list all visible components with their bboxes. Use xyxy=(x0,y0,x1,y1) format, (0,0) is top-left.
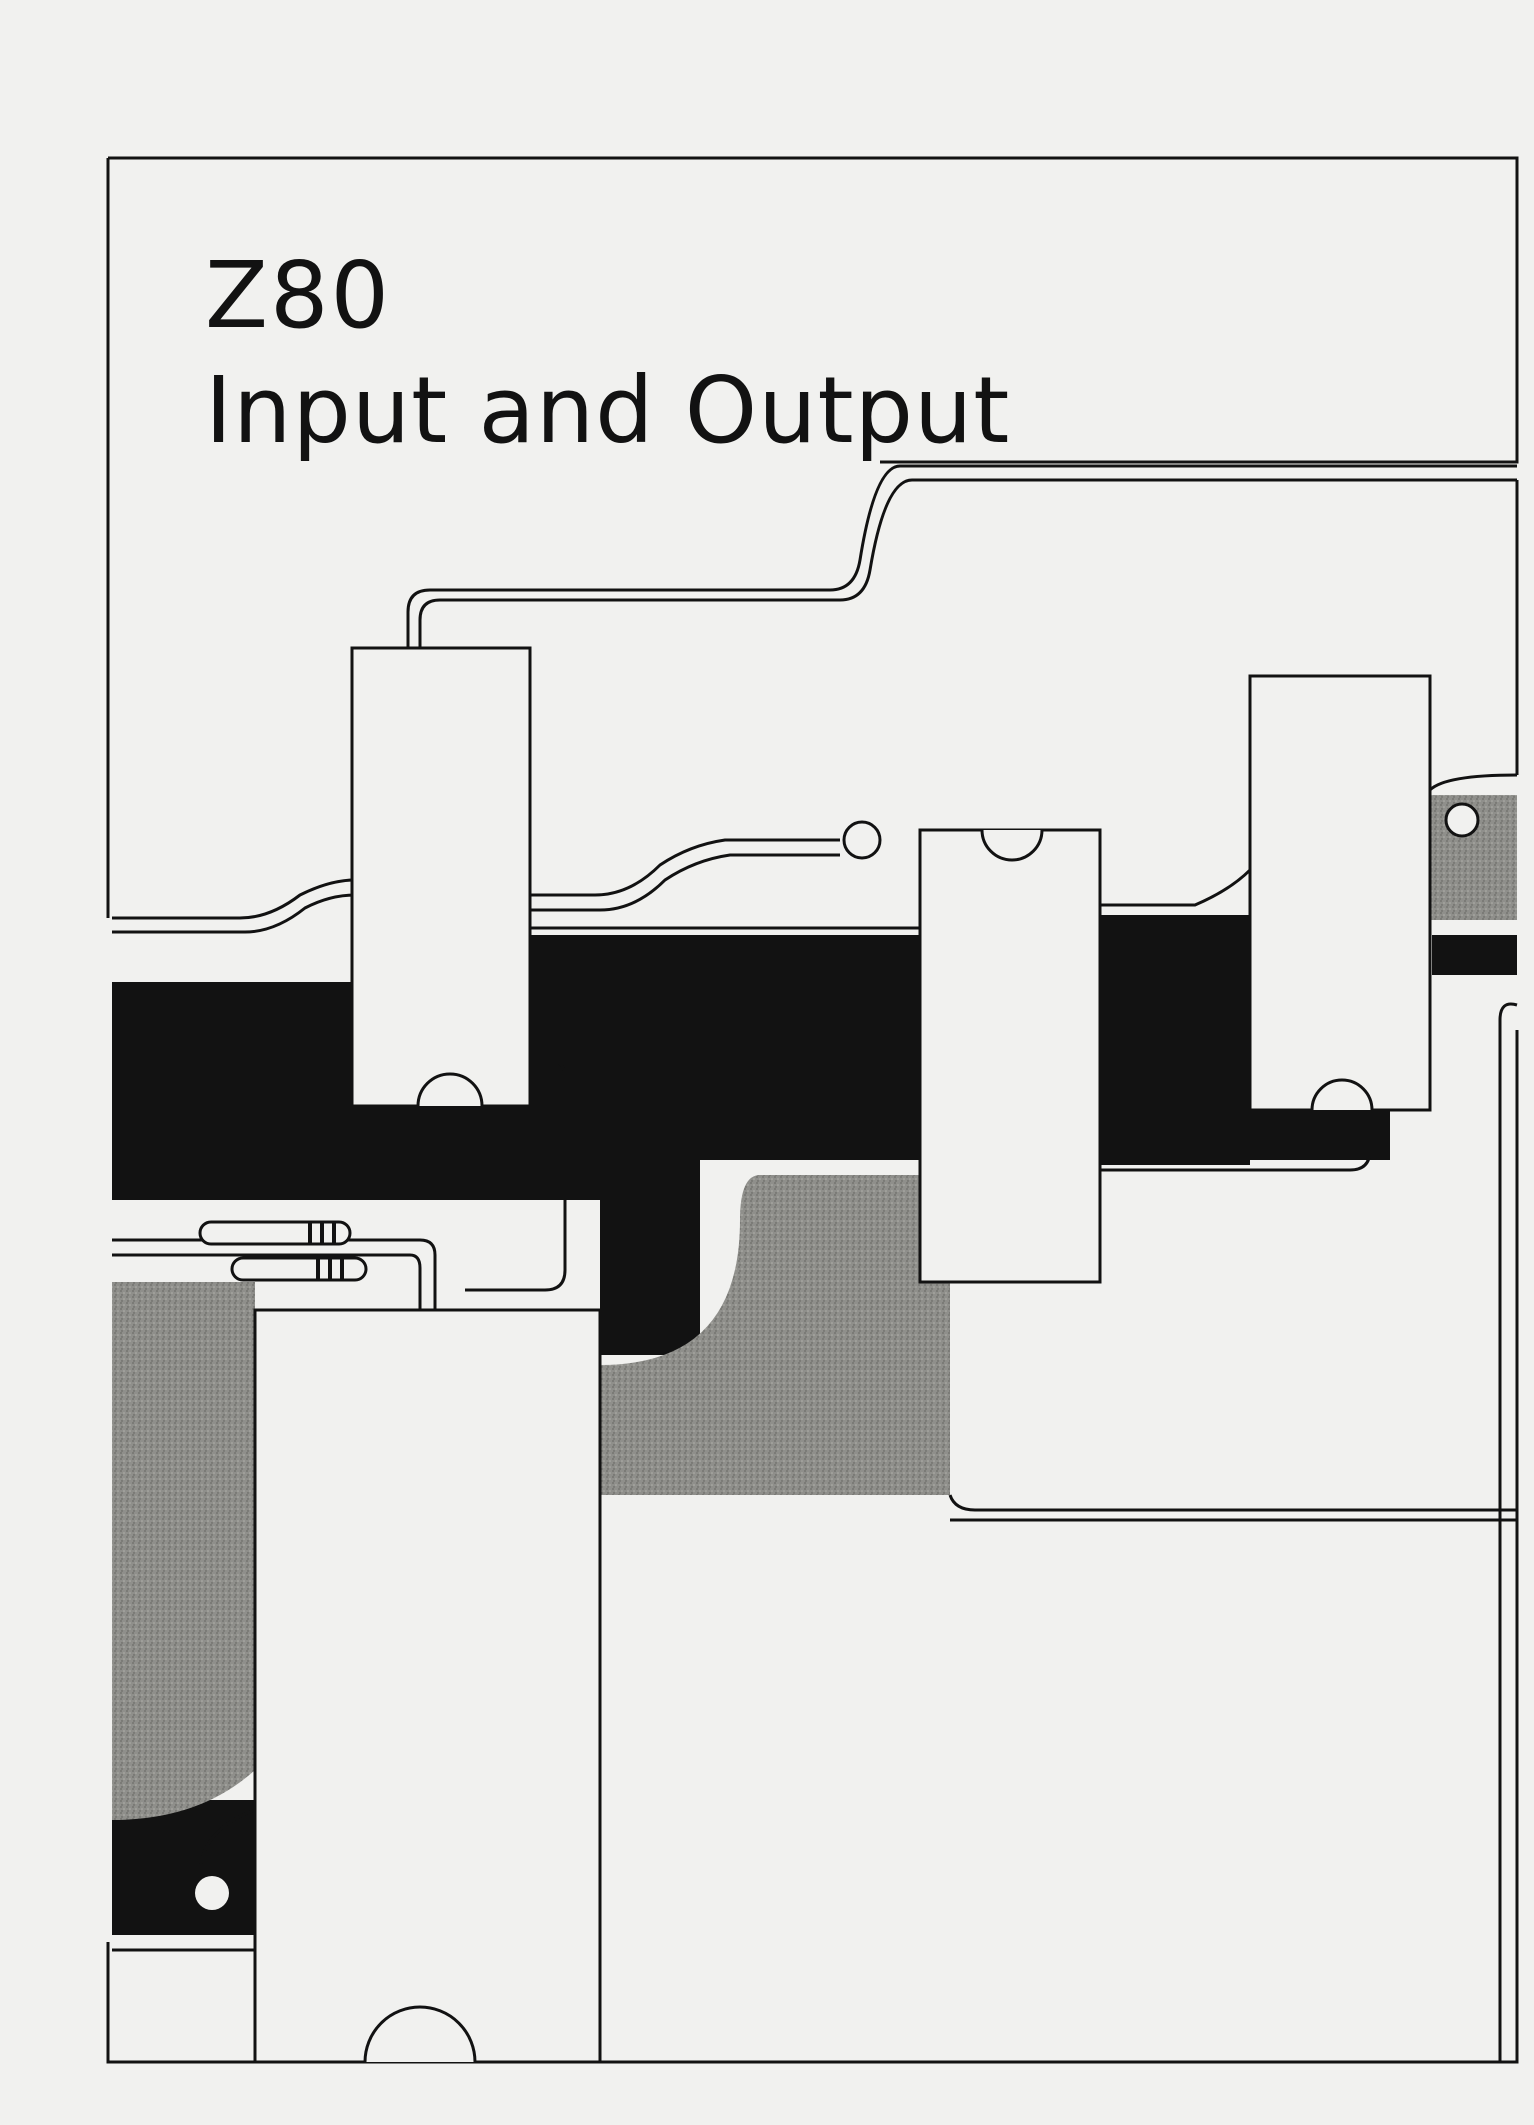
ic-chip-2 xyxy=(918,828,1102,1284)
ic-chip-4 xyxy=(253,1308,602,2064)
cover-frame xyxy=(106,156,1519,2064)
cover-title-line-2: Input and Output xyxy=(205,357,1011,464)
ic-chip-3 xyxy=(1248,674,1432,1112)
resistor-2 xyxy=(230,1256,368,1282)
resistor-1 xyxy=(112,1220,352,1246)
mounting-holes xyxy=(195,802,1480,1910)
board-traces xyxy=(112,464,1518,2062)
gray-plane xyxy=(112,795,1517,1820)
ic-chip-1 xyxy=(350,646,532,1108)
cover-title-line-1: Z80 xyxy=(205,242,392,349)
